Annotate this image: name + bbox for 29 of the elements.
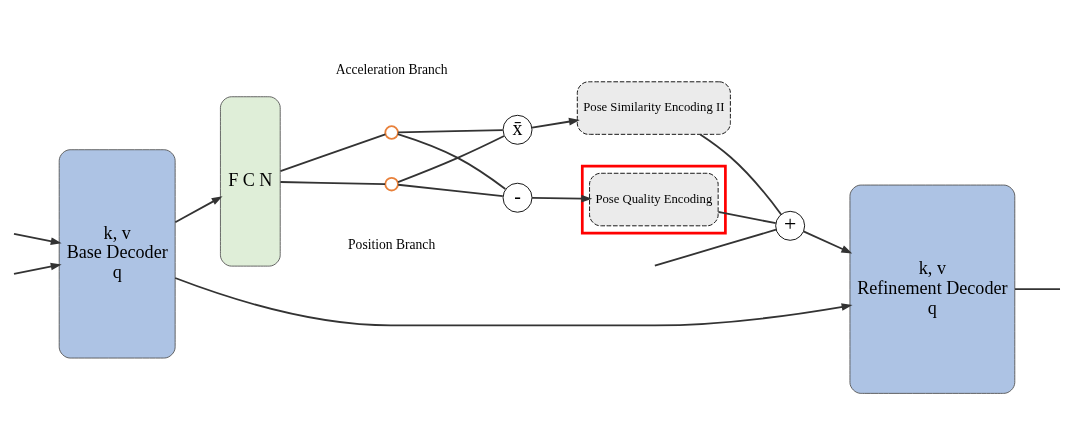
node-box: k, v Base Decoder q [58,148,176,358]
node-circle [384,124,399,140]
node-circle: x̄ [502,114,533,145]
node-circle: + [775,210,806,241]
connector [699,133,783,215]
connector [279,180,386,185]
node-box: Pose Similarity Encoding II [576,80,731,135]
connector [397,183,504,197]
node-circle: - [502,182,533,213]
connector [397,128,504,133]
arrow [174,276,853,326]
arrow [531,194,593,202]
arrow [13,262,62,275]
connector [717,210,777,224]
node-box: Pose Quality Encoding [589,172,719,226]
arrow [174,195,223,223]
arrow [802,230,853,253]
connector [396,132,507,190]
arrow [531,117,580,128]
connector [279,133,387,172]
node-circle [384,176,399,191]
connector [653,228,777,267]
node-label: Position Branch [348,236,436,252]
connector [397,134,505,183]
node-box: F C N [220,95,281,267]
arrow [13,232,62,245]
connector [1014,287,1061,290]
node-label: Acceleration Branch [335,61,448,77]
node-box: k, v Refinement Decoder q [849,184,1016,394]
